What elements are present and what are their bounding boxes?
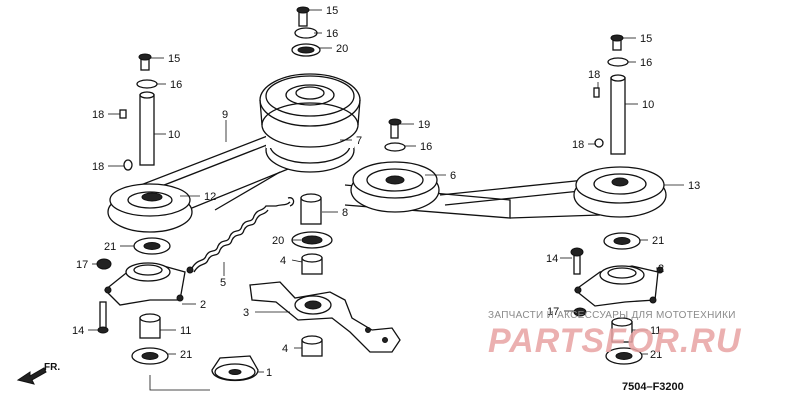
callout-18: 18 xyxy=(92,109,104,121)
callout-10: 10 xyxy=(642,99,654,111)
callout-21: 21 xyxy=(652,235,664,247)
pulley-large-7 xyxy=(259,73,361,173)
right-shaft-stack xyxy=(593,34,629,155)
callout-4: 4 xyxy=(282,343,288,355)
callout-18: 18 xyxy=(92,161,104,173)
callout-11: 11 xyxy=(650,325,661,337)
callout-18: 18 xyxy=(572,139,584,151)
callout-14: 14 xyxy=(546,253,558,265)
callout-20: 20 xyxy=(272,235,284,247)
callout-16: 16 xyxy=(326,28,338,40)
pulley-left-12 xyxy=(107,183,193,233)
pulley-right-13 xyxy=(573,166,667,218)
callout-16: 16 xyxy=(420,141,432,153)
callout-9: 9 xyxy=(222,109,228,121)
callout-13: 13 xyxy=(688,180,700,192)
callout-16: 16 xyxy=(170,79,182,91)
callout-18: 18 xyxy=(588,69,600,81)
callout-21: 21 xyxy=(180,349,192,361)
watermark: ЗАПЧАСТИ И АКСЕССУАРЫ ДЛЯ МОТОТЕХНИКИ PA… xyxy=(488,310,742,360)
callout-7: 7 xyxy=(356,135,362,147)
callout-15: 15 xyxy=(168,53,180,65)
bracket-right-2 xyxy=(573,265,664,307)
bracket-left-2 xyxy=(104,262,194,306)
cap-1 xyxy=(211,355,259,382)
center-column xyxy=(291,193,333,357)
callouts: 15 16 20 15 16 18 10 18 9 7 19 16 6 12 8… xyxy=(72,5,700,379)
callout-2: 2 xyxy=(200,299,206,311)
callout-6: 6 xyxy=(450,170,456,182)
callout-8: 8 xyxy=(342,207,348,219)
callout-1: 1 xyxy=(266,367,272,379)
direction-label: FR. xyxy=(44,362,60,373)
left-lower-items xyxy=(96,237,210,391)
right-lower-items xyxy=(570,232,643,365)
callout-19: 19 xyxy=(418,119,430,131)
callout-12: 12 xyxy=(204,191,216,203)
callout-5: 5 xyxy=(220,277,226,289)
callout-2: 2 xyxy=(658,263,664,275)
callout-10: 10 xyxy=(168,129,180,141)
idler-arm-3 xyxy=(249,281,401,353)
watermark-brand: PARTSFOR.RU xyxy=(488,322,742,360)
watermark-tagline: ЗАПЧАСТИ И АКСЕССУАРЫ ДЛЯ МОТОТЕХНИКИ xyxy=(488,310,736,321)
callout-21: 21 xyxy=(650,349,662,361)
spring-5 xyxy=(191,197,295,273)
callout-20: 20 xyxy=(336,43,348,55)
callout-16: 16 xyxy=(640,57,652,69)
top-stack xyxy=(291,6,321,57)
callout-3: 3 xyxy=(243,307,249,319)
callout-11: 11 xyxy=(180,325,191,337)
callout-15: 15 xyxy=(640,33,652,45)
left-shaft-stack xyxy=(119,53,158,171)
diagram-part-code: 7504–F3200 xyxy=(622,381,684,393)
pulley-idler-6 xyxy=(350,118,440,213)
callout-17: 17 xyxy=(76,259,88,271)
callout-15: 15 xyxy=(326,5,338,17)
callout-14: 14 xyxy=(72,325,84,337)
front-direction-arrow: FR. xyxy=(16,362,60,385)
callout-21: 21 xyxy=(104,241,116,253)
leader-lines xyxy=(88,9,684,373)
callout-4: 4 xyxy=(280,255,286,267)
callout-17: 17 xyxy=(547,306,559,318)
